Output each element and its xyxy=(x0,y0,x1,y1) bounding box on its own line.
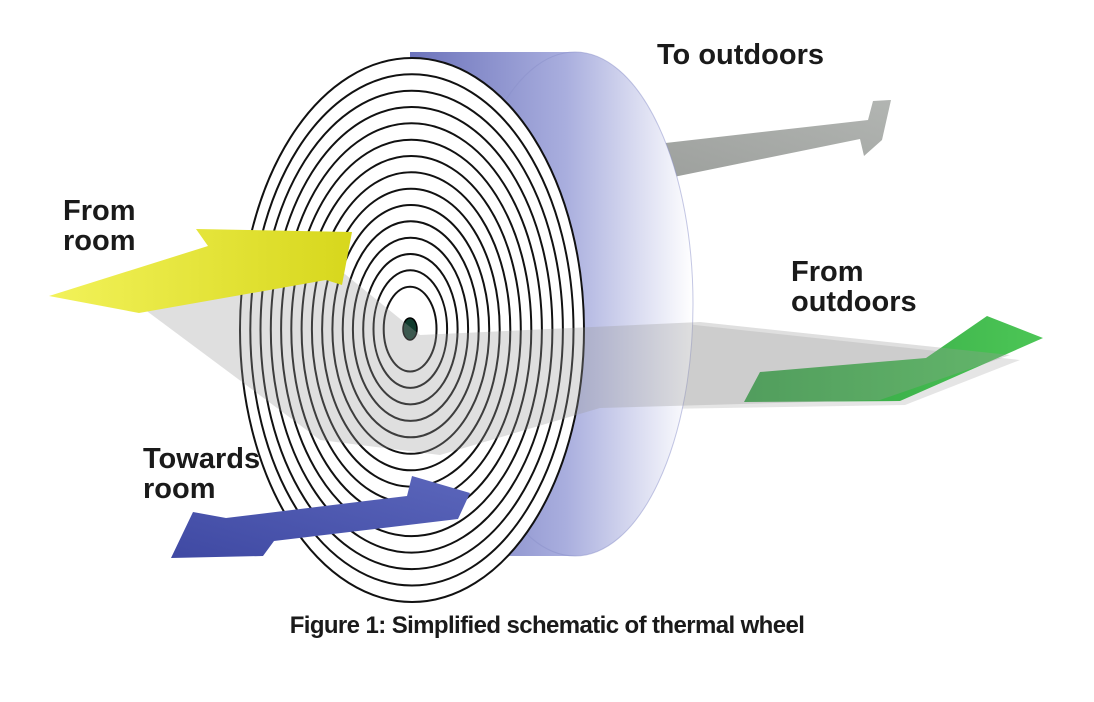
wheel-ring xyxy=(280,122,543,538)
from-outdoors-arrow xyxy=(744,316,1043,402)
wheel-rings xyxy=(249,73,575,587)
towards-room-arrow xyxy=(171,476,470,558)
airflow-plane-front xyxy=(140,262,1010,455)
wheel-ring xyxy=(269,105,554,554)
to-outdoors-label: To outdoors xyxy=(657,39,824,71)
wheel-ring xyxy=(382,285,438,373)
wheel-ring xyxy=(321,187,501,472)
figure-caption: Figure 1: Simplified schematic of therma… xyxy=(289,612,805,639)
wheel-ring xyxy=(259,89,564,571)
wheel-ring xyxy=(331,204,491,455)
to-outdoors-arrow xyxy=(648,100,891,181)
wheel-hub xyxy=(402,317,418,341)
wheel-ring xyxy=(351,236,470,422)
from-room-label: From room xyxy=(63,195,136,257)
from-outdoors-label: From outdoors xyxy=(791,256,917,318)
from-room-arrow xyxy=(49,229,352,313)
wheel-ring xyxy=(249,73,575,587)
wheel-ring xyxy=(341,220,480,439)
towards-room-label: Towards room xyxy=(143,443,261,505)
wheel-ring xyxy=(372,269,449,389)
wheel-ring xyxy=(362,253,459,406)
